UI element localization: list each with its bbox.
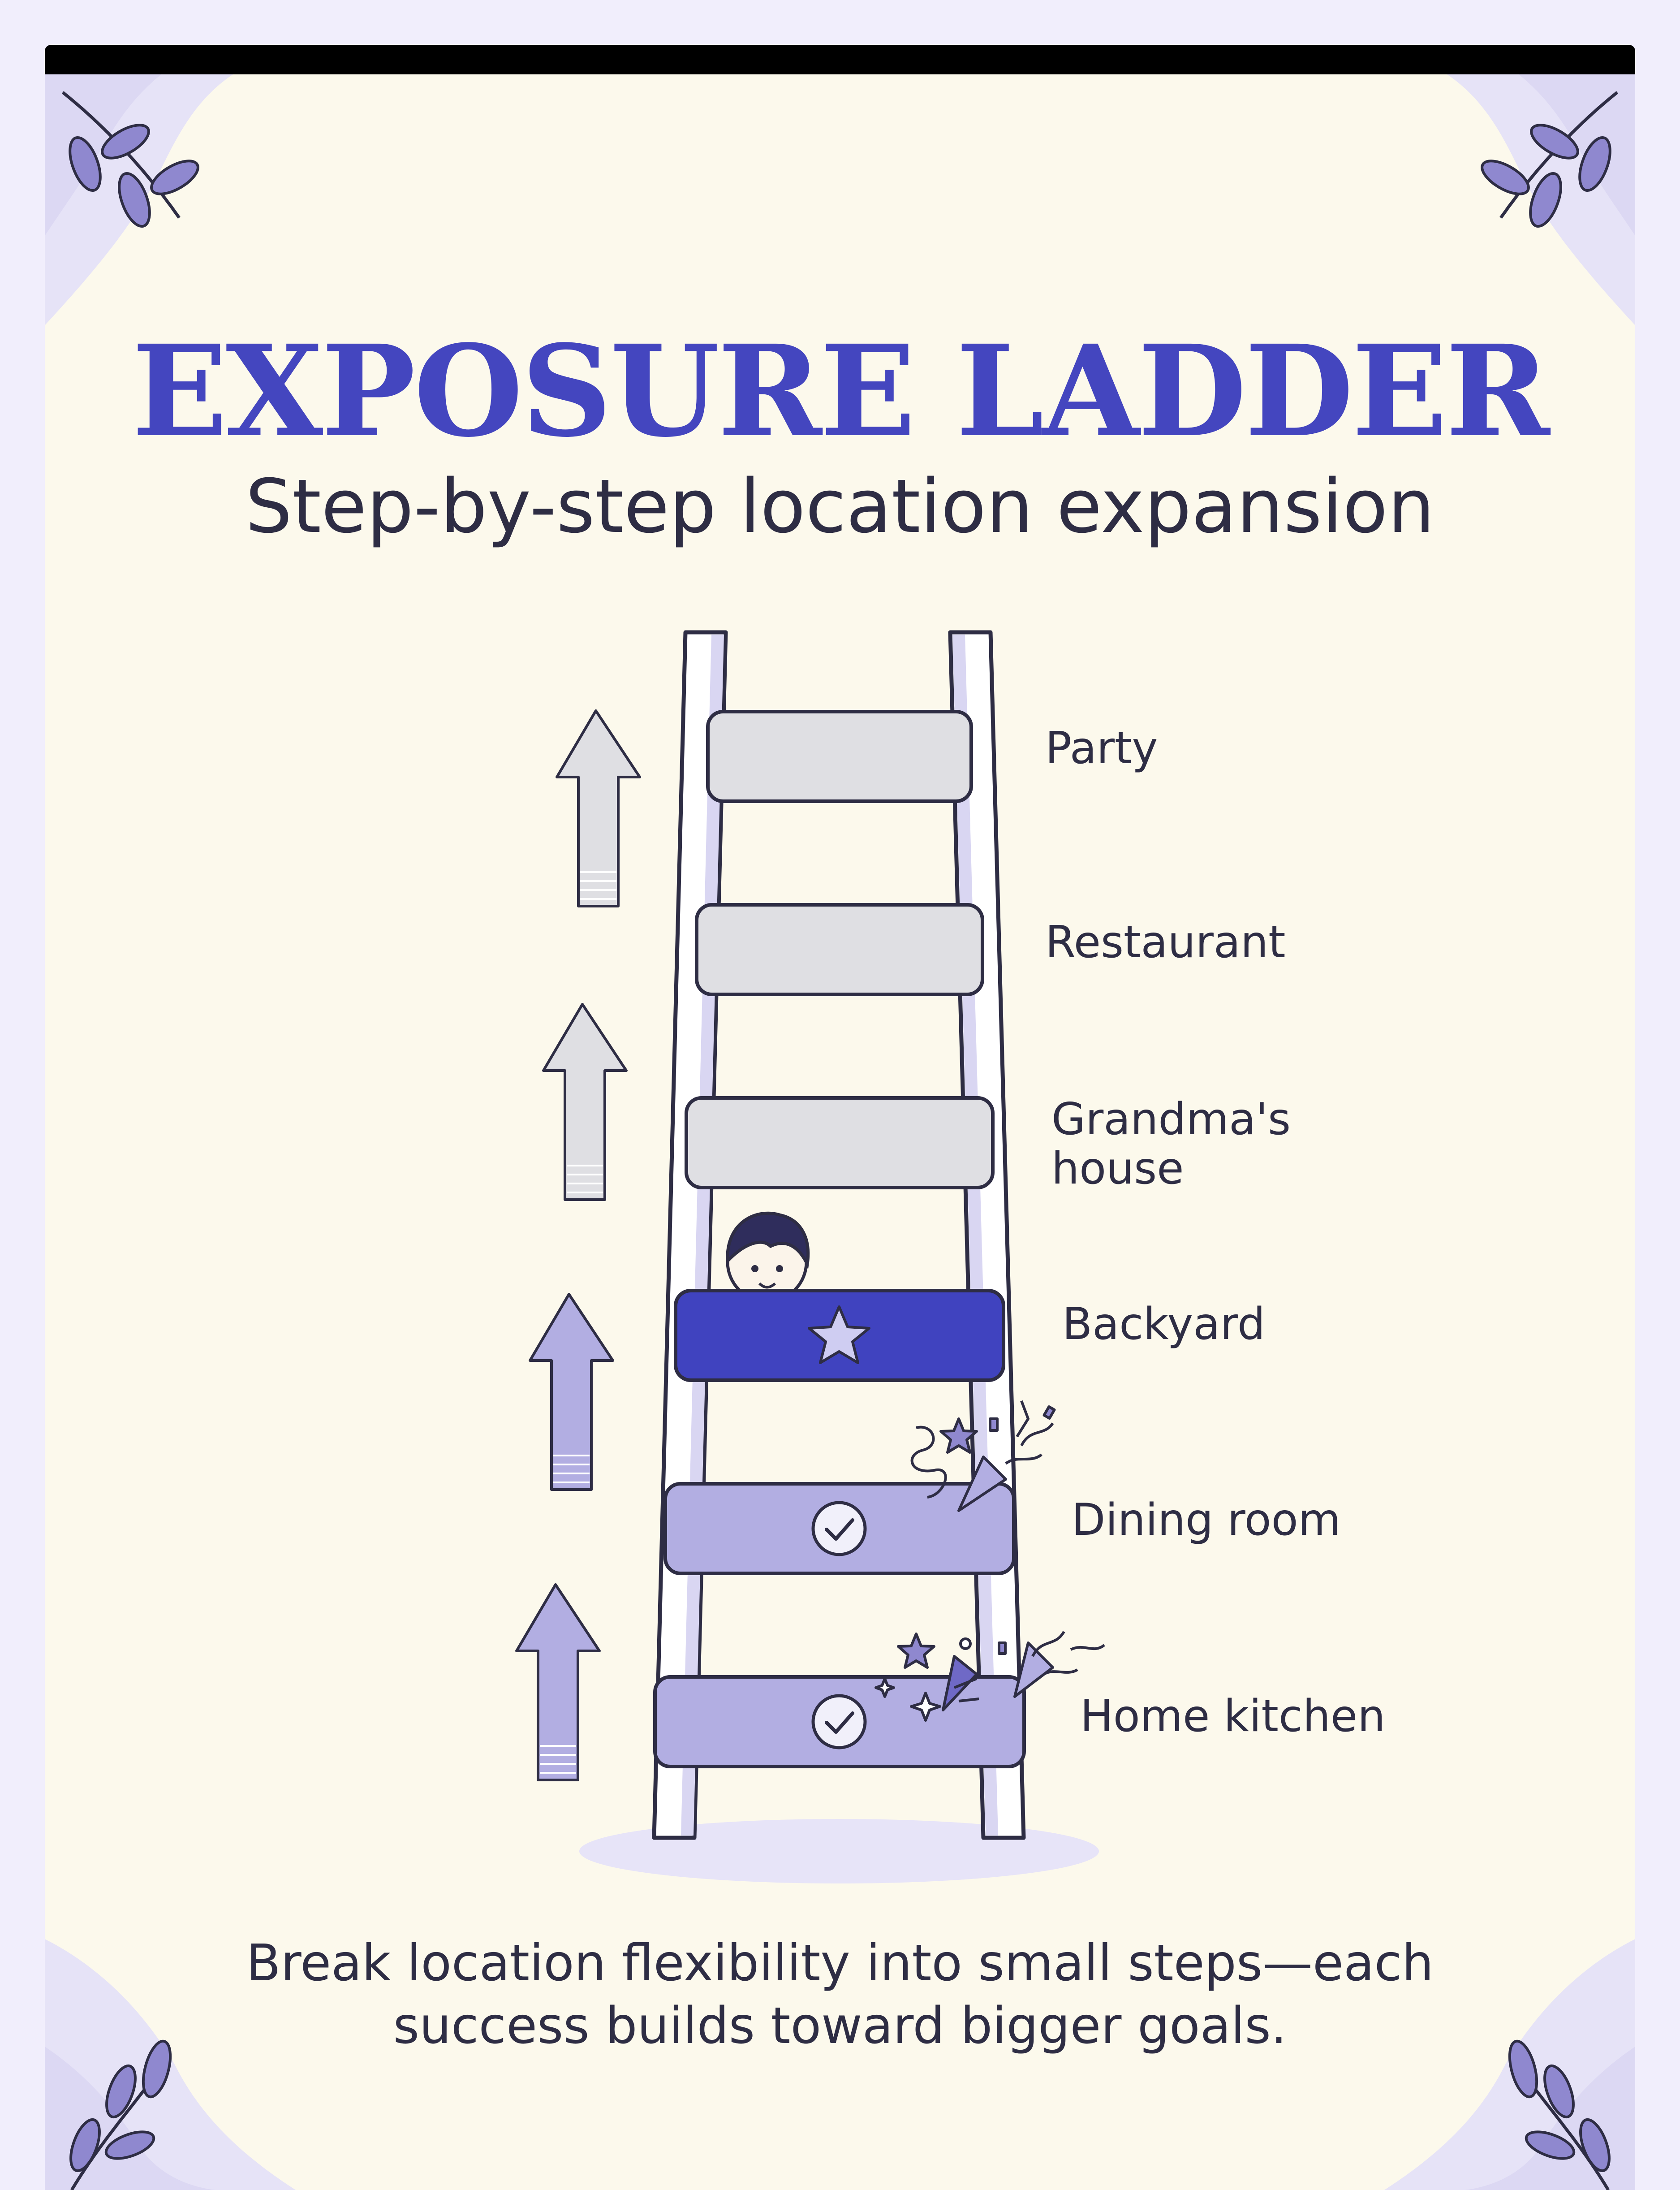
- party-popper-icon: [942, 1655, 978, 1711]
- leaf-corner-bottom-right: [1384, 1939, 1635, 2190]
- celebration-confetti-upper: [910, 1400, 1056, 1512]
- step-label-dining-room: Dining room: [1072, 1495, 1341, 1546]
- leaf-corner-top-right: [1447, 74, 1635, 325]
- caption: Break location flexibility into small st…: [45, 1932, 1635, 2057]
- leaf-corner-top-left: [45, 74, 233, 325]
- ladder-shadow: [579, 1819, 1099, 1883]
- step-label-backyard: Backyard: [1062, 1299, 1266, 1350]
- rung-grandmas-house: [685, 1096, 995, 1189]
- progress-arrow-upcoming-middle: [542, 1003, 628, 1201]
- infographic-card: EXPOSURE LADDER Step-by-step location ex…: [45, 45, 1635, 2190]
- page-subtitle: Step-by-step location expansion: [245, 463, 1435, 549]
- current-step-star-icon: [808, 1305, 870, 1364]
- caption-line-1: Break location flexibility into small st…: [246, 1934, 1434, 1992]
- step-label-restaurant: Restaurant: [1045, 917, 1286, 968]
- step-label-party: Party: [1045, 723, 1158, 774]
- caption-line-2: success builds toward bigger goals.: [393, 1997, 1287, 2055]
- progress-arrow-upcoming-top: [556, 709, 641, 907]
- dining-room-check-icon: [811, 1501, 867, 1556]
- progress-arrow-completed-upper: [529, 1293, 614, 1491]
- ladder-diagram: [515, 630, 1105, 1883]
- page-title: EXPOSURE LADDER: [132, 318, 1550, 465]
- rung-restaurant: [695, 903, 984, 996]
- step-label-home-kitchen: Home kitchen: [1080, 1691, 1386, 1742]
- progress-arrow-completed-lower: [515, 1583, 601, 1781]
- rung-party: [706, 710, 973, 803]
- leaf-corner-bottom-left: [45, 1939, 296, 2190]
- party-popper-icon: [957, 1456, 1007, 1512]
- home-kitchen-check-icon: [811, 1694, 867, 1749]
- celebration-confetti-lower: [874, 1631, 1105, 1722]
- step-label-grandmas-house: Grandma's house: [1051, 1094, 1291, 1194]
- party-popper-icon: [1013, 1641, 1054, 1698]
